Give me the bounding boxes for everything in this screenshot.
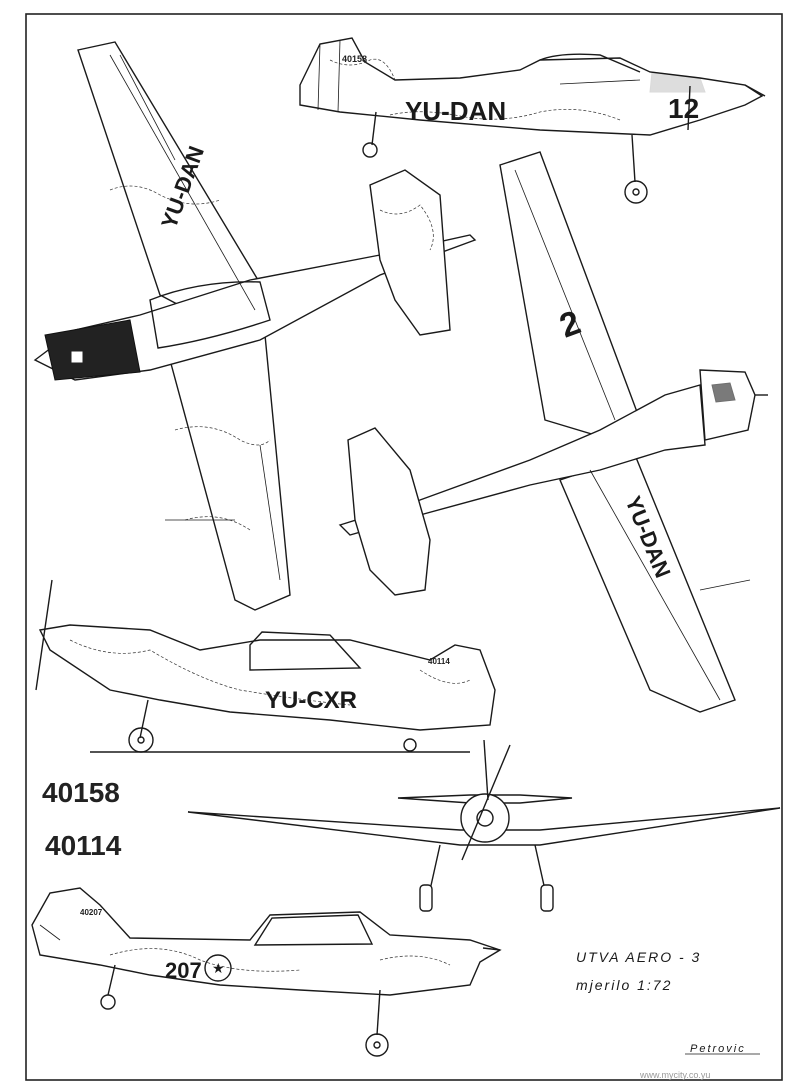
front-view (187, 739, 781, 912)
roundel-star-icon: ★ (212, 960, 225, 976)
watermark: www.mycity.co.yu (639, 1070, 710, 1080)
tail-code-side-middle: 40114 (428, 657, 450, 666)
artist-signature: Petrovic (690, 1043, 746, 1055)
fuselage-number-side-bottom: 207 (165, 958, 202, 983)
tail-code-side-bottom: 40207 (80, 908, 103, 917)
aircraft-title: UTVA AERO - 3 (576, 949, 701, 965)
fuselage-number-side-top: 12 (668, 93, 699, 124)
side-view-top: YU-DAN 40158 12 (299, 37, 766, 204)
tail-code-side-top: 40158 (342, 54, 367, 64)
plan-view-right: YU-DAN 2 (338, 151, 768, 713)
scale-label: mjerilo 1:72 (576, 977, 672, 993)
registration-side-top: YU-DAN (405, 96, 506, 126)
side-view-middle: YU-CXR 40114 (35, 579, 496, 753)
plan-view-left: YU-DAN (33, 41, 477, 611)
registration-side-middle: YU-CXR (265, 687, 357, 714)
serial-number-2: 40114 (45, 830, 122, 861)
side-view-bottom: ★ 207 40207 (31, 887, 502, 1057)
serial-number-1: 40158 (42, 777, 120, 808)
